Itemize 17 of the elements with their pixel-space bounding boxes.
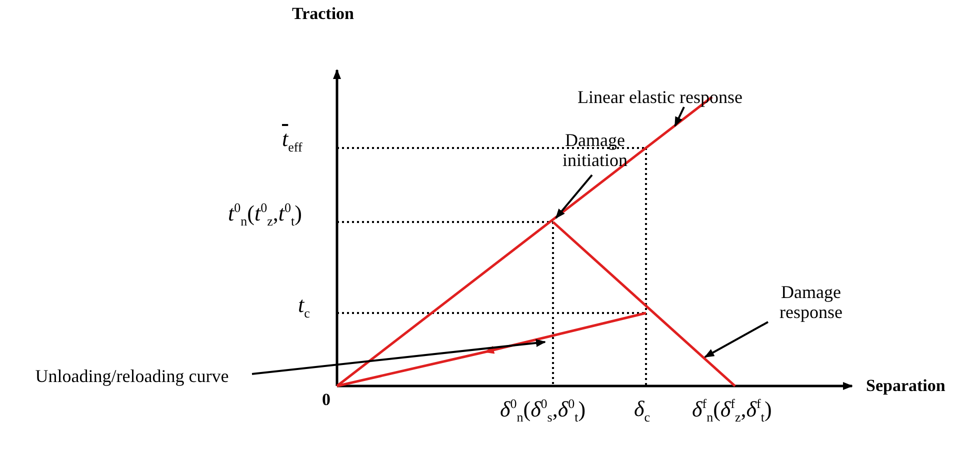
annotation-label: Damage initiation xyxy=(556,130,634,170)
axis-title: Traction xyxy=(292,4,354,24)
axis-title: Separation xyxy=(866,376,946,396)
tick-label: t$_{eff}$ xyxy=(282,126,302,156)
tick-label: δ$^{f}$$_{n}$(δ$^{f}$$_{z}$,δ$^{f}$$_{t}$) xyxy=(692,396,772,426)
leader-arrow xyxy=(704,321,768,358)
annotation-label: Damage response xyxy=(768,282,854,322)
annotation-label: Linear elastic response xyxy=(565,87,755,107)
tick-label: t$^{0}$$_{n}$(t$^{0}$$_{z}$,t$^{0}$$_{t}$) xyxy=(228,200,302,230)
leader-arrow xyxy=(674,106,685,127)
tick-label: t$_{c}$ xyxy=(298,292,310,322)
leader-arrow xyxy=(555,174,593,219)
tick-label: δ$^{0}$$_{n}$(δ$^{0}$$_{s}$,δ$^{0}$$_{t}$) xyxy=(500,396,586,426)
annotation-label: Unloading/reloading curve xyxy=(12,366,252,386)
tick-label: δ$_{c}$ xyxy=(634,396,650,426)
origin-label: 0 xyxy=(322,390,330,410)
leader-arrow xyxy=(252,339,546,375)
